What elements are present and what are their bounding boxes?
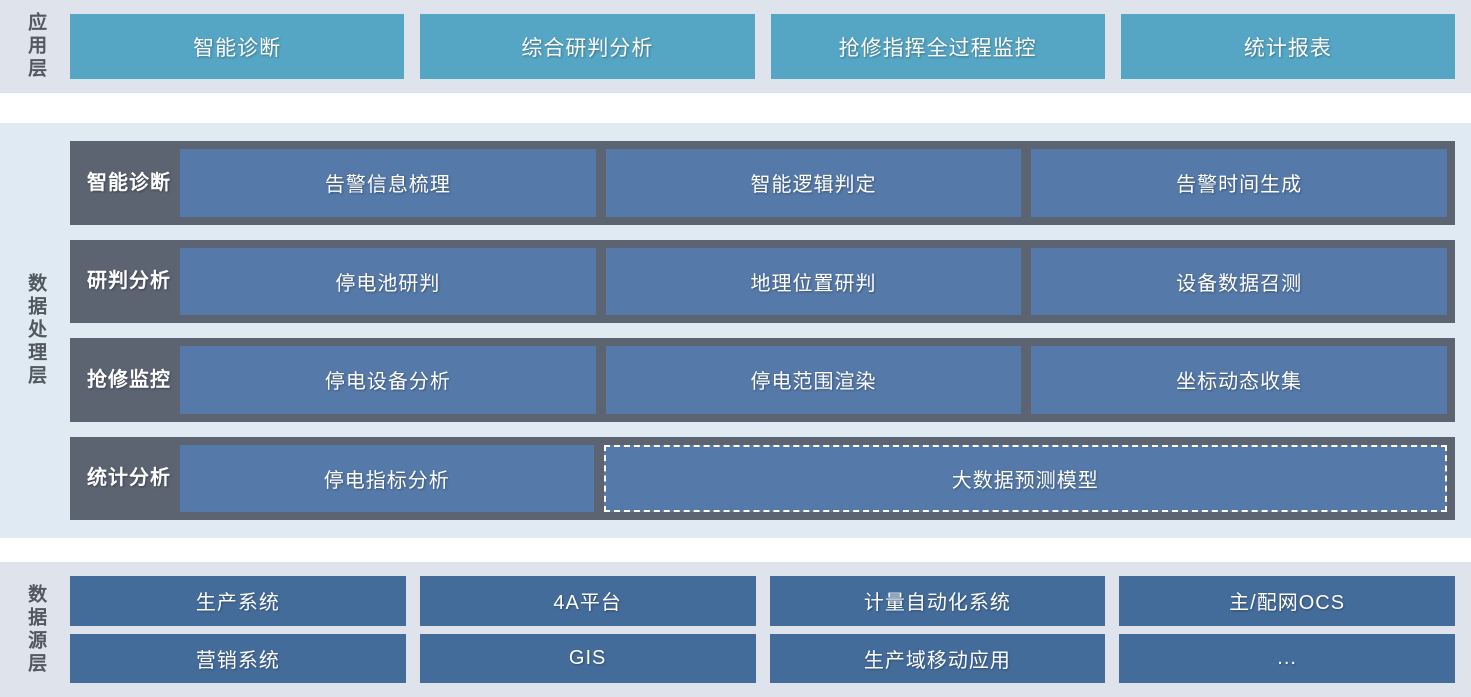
source-cell-label: 主/配网OCS — [1229, 592, 1346, 615]
processing-row-intelligent-diagnosis: 智能诊断 告警信息梳理 智能逻辑判定 告警时间生成 — [70, 141, 1455, 225]
source-cell-production-mobile-app[interactable]: 生产域移动应用 — [769, 633, 1106, 683]
application-tile-list: 智能诊断 综合研判分析 抢修指挥全过程监控 统计报表 — [70, 14, 1455, 79]
source-cell-label: 4A平台 — [553, 592, 622, 615]
source-row: 生产系统 4A平台 计量自动化系统 主/配网OCS — [70, 576, 1455, 626]
processing-row-analysis-judgment: 研判分析 停电池研判 地理位置研判 设备数据召测 — [70, 239, 1455, 323]
source-cell-4a-platform[interactable]: 4A平台 — [419, 576, 756, 626]
source-cell-production-system[interactable]: 生产系统 — [70, 576, 406, 626]
processing-cell-outage-range-rendering[interactable]: 停电范围渲染 — [605, 346, 1022, 414]
processing-layer-label-text: 数据处理层 — [25, 273, 47, 388]
app-tile-repair-command-monitoring[interactable]: 抢修指挥全过程监控 — [770, 14, 1105, 79]
processing-cell-intelligent-logic-judgment[interactable]: 智能逻辑判定 — [605, 149, 1022, 217]
processing-cell-outage-index-analysis[interactable]: 停电指标分析 — [180, 444, 594, 512]
source-layer-label: 数据源层 — [0, 576, 70, 683]
app-tile-comprehensive-analysis[interactable]: 综合研判分析 — [420, 14, 755, 79]
source-cell-label: 生产系统 — [195, 592, 280, 615]
app-tile-label: 统计报表 — [1243, 36, 1332, 60]
source-row: 营销系统 GIS 生产域移动应用 ... — [70, 633, 1455, 683]
processing-cell-outage-pool-judgment[interactable]: 停电池研判 — [180, 247, 596, 315]
processing-cell-label: 智能逻辑判定 — [750, 174, 877, 197]
application-layer-band: 应用层 智能诊断 综合研判分析 抢修指挥全过程监控 统计报表 — [0, 0, 1471, 93]
app-tile-label: 抢修指挥全过程监控 — [838, 36, 1037, 60]
processing-row-title: 抢修监控 — [87, 368, 171, 391]
source-cell-main-distribution-ocs[interactable]: 主/配网OCS — [1119, 576, 1455, 626]
application-layer-label-text: 应用层 — [25, 12, 47, 81]
processing-cell-label: 坐标动态收集 — [1176, 371, 1303, 394]
processing-cell-geo-location-judgment[interactable]: 地理位置研判 — [605, 247, 1022, 315]
processing-row-title: 统计分析 — [87, 467, 171, 490]
processing-cell-coordinate-dynamic-collection[interactable]: 坐标动态收集 — [1031, 346, 1448, 414]
processing-row-repair-monitoring: 抢修监控 停电设备分析 停电范围渲染 坐标动态收集 — [70, 338, 1455, 422]
processing-row-title: 研判分析 — [87, 270, 171, 293]
source-layer-band: 数据源层 生产系统 4A平台 计量自动化系统 主/配网OCS 营销系统 GIS — [0, 562, 1471, 697]
processing-row-list: 智能诊断 告警信息梳理 智能逻辑判定 告警时间生成 研判分析 停电池研判 — [70, 141, 1455, 520]
processing-cell-label: 停电指标分析 — [323, 469, 450, 492]
source-cell-gis[interactable]: GIS — [419, 633, 756, 683]
app-tile-intelligent-diagnosis[interactable]: 智能诊断 — [70, 14, 405, 79]
processing-row-cells: 停电池研判 地理位置研判 设备数据召测 — [180, 247, 1448, 315]
source-cell-label: 营销系统 — [195, 649, 280, 672]
processing-row-cells: 告警信息梳理 智能逻辑判定 告警时间生成 — [180, 149, 1448, 217]
app-tile-label: 智能诊断 — [193, 36, 282, 60]
source-cell-label: GIS — [568, 646, 607, 669]
source-cell-label: 计量自动化系统 — [863, 592, 1011, 615]
processing-cell-big-data-prediction-model[interactable]: 大数据预测模型 — [603, 444, 1447, 512]
processing-row-cells: 停电设备分析 停电范围渲染 坐标动态收集 — [180, 346, 1448, 414]
processing-layer-label: 数据处理层 — [0, 141, 70, 520]
source-cell-metering-automation-system[interactable]: 计量自动化系统 — [769, 576, 1106, 626]
processing-cell-label: 告警时间生成 — [1176, 174, 1303, 197]
processing-cell-device-data-polling[interactable]: 设备数据召测 — [1031, 247, 1448, 315]
source-grid: 生产系统 4A平台 计量自动化系统 主/配网OCS 营销系统 GIS 生产域移动… — [70, 576, 1455, 683]
source-cell-label: ... — [1277, 646, 1297, 669]
source-cell-marketing-system[interactable]: 营销系统 — [70, 633, 406, 683]
source-layer-label-text: 数据源层 — [25, 583, 47, 676]
processing-cell-label: 停电设备分析 — [324, 371, 451, 394]
processing-cell-label: 告警信息梳理 — [324, 174, 451, 197]
processing-cell-label: 地理位置研判 — [750, 272, 877, 295]
processing-layer-band: 数据处理层 智能诊断 告警信息梳理 智能逻辑判定 告警时间生成 研判分析 停电池… — [0, 123, 1471, 538]
processing-row-cells: 停电指标分析 大数据预测模型 — [180, 444, 1447, 512]
processing-cell-label: 大数据预测模型 — [951, 469, 1099, 492]
processing-cell-outage-device-analysis[interactable]: 停电设备分析 — [180, 346, 596, 414]
application-layer-label: 应用层 — [0, 12, 70, 81]
processing-cell-alarm-info-sorting[interactable]: 告警信息梳理 — [180, 149, 596, 217]
source-cell-label: 生产域移动应用 — [863, 649, 1011, 672]
processing-cell-alarm-time-generation[interactable]: 告警时间生成 — [1031, 149, 1448, 217]
processing-row-statistical-analysis: 统计分析 停电指标分析 大数据预测模型 — [70, 436, 1455, 520]
app-tile-label: 综合研判分析 — [521, 36, 654, 60]
processing-cell-label: 停电范围渲染 — [750, 371, 877, 394]
processing-cell-label: 设备数据召测 — [1176, 272, 1303, 295]
processing-cell-label: 停电池研判 — [335, 272, 441, 295]
app-tile-statistical-report[interactable]: 统计报表 — [1120, 14, 1455, 79]
processing-row-title: 智能诊断 — [87, 171, 171, 194]
source-cell-more[interactable]: ... — [1119, 633, 1455, 683]
